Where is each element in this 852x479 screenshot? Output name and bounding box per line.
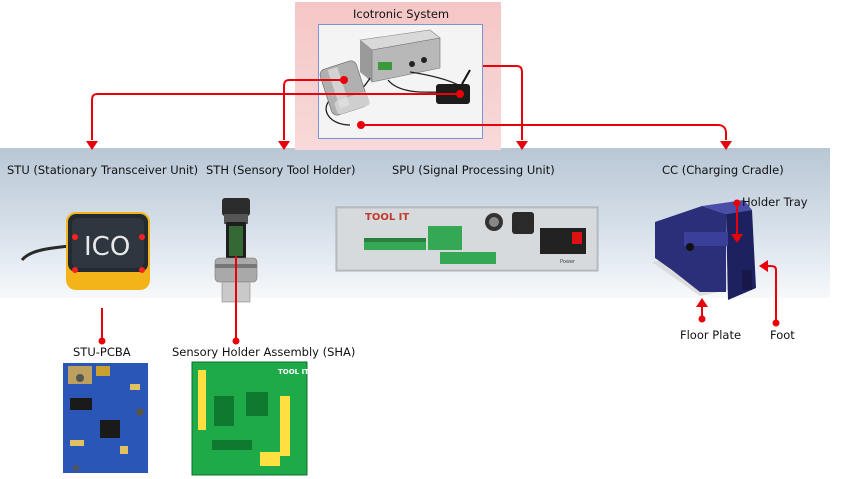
cc-image — [652, 200, 756, 300]
holder-tray-label: Holder Tray — [742, 195, 808, 209]
foot-label: Foot — [770, 328, 795, 342]
connector-lines — [91, 65, 777, 340]
connector-dots — [98, 76, 780, 345]
sha-image: TOOL IT — [191, 361, 309, 476]
system-sth — [319, 60, 370, 116]
system-title: Icotronic System — [353, 7, 450, 21]
stu-image: ICO — [20, 212, 150, 290]
system-stu — [436, 69, 471, 104]
spu-label: SPU (Signal Processing Unit) — [392, 163, 555, 177]
stu-label: STU (Stationary Transceiver Unit) — [7, 163, 199, 177]
cc-label: CC (Charging Cradle) — [662, 163, 784, 177]
stu-logo-text: ICO — [84, 232, 130, 262]
sha-label: Sensory Holder Assembly (SHA) — [172, 345, 356, 359]
spu-brand-text: TOOL IT — [365, 212, 409, 223]
spu-power-text: Power — [560, 259, 576, 265]
floor-plate-label: Floor Plate — [680, 328, 742, 342]
sth-label: STH (Sensory Tool Holder) — [206, 163, 356, 177]
system-spu-box — [359, 29, 441, 83]
connector-arrowheads — [86, 141, 768, 307]
sha-brand-text: TOOL IT — [278, 368, 309, 376]
stu-pcba-image — [63, 363, 148, 473]
spu-image: TOOL IT Power — [335, 206, 599, 272]
stu-pcba-label: STU-PCBA — [73, 345, 131, 359]
